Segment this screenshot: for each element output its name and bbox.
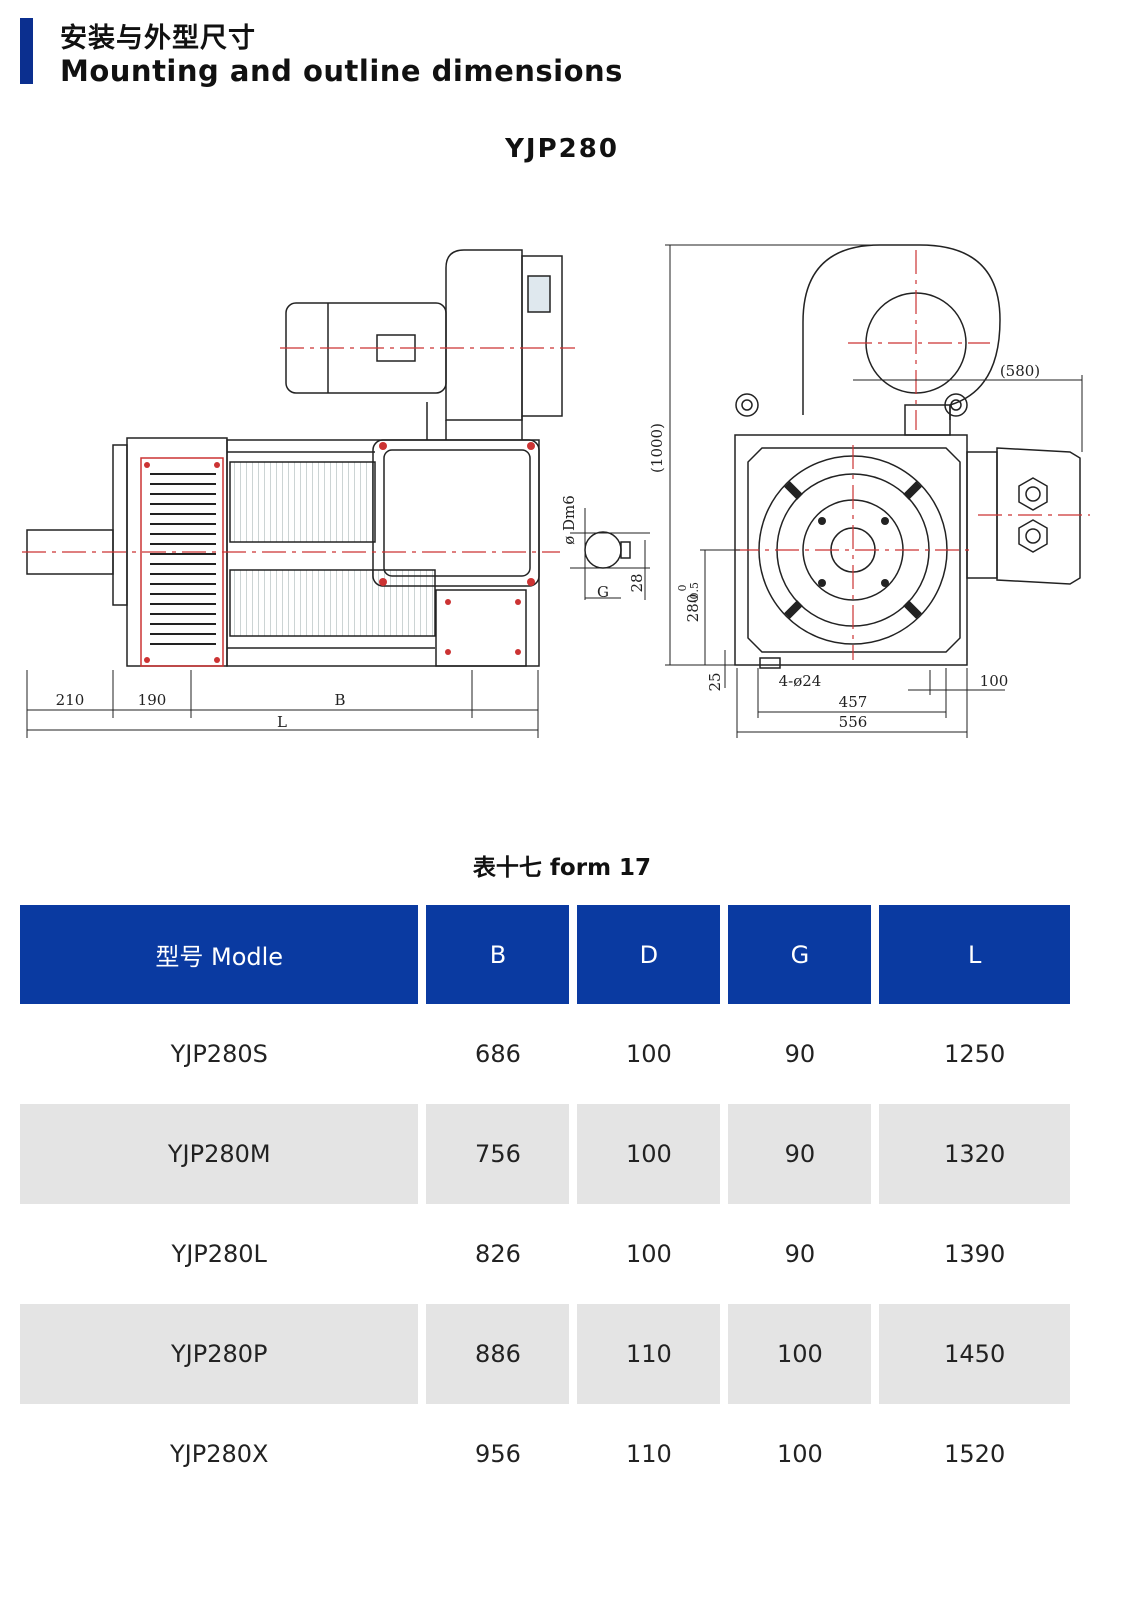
cell-model: YJP280M — [20, 1104, 419, 1204]
section-accent-bar — [20, 18, 33, 84]
table-row: YJP280L 826 100 90 1390 — [20, 1204, 1070, 1304]
blower-housing — [445, 249, 523, 421]
end-blower-housing — [802, 244, 1001, 420]
dim-shaft-diameter: ø Dm6 — [560, 495, 578, 545]
col-header-model: 型号 Modle — [20, 905, 419, 1004]
dim-190: 190 — [138, 691, 167, 709]
cell-b: 686 — [475, 1040, 521, 1068]
table-row: YJP280M 756 100 90 1320 — [20, 1104, 1070, 1204]
col-header-d: D — [577, 905, 721, 1004]
section-title-chinese: 安装与外型尺寸 — [60, 23, 256, 54]
dim-b: B — [334, 691, 345, 709]
dim-1000: (1000) — [648, 423, 666, 473]
dim-g: G — [597, 583, 609, 601]
dim-556: 556 — [839, 713, 868, 731]
end-view — [734, 244, 1081, 669]
junction-box — [435, 589, 527, 667]
terminal-box — [372, 439, 540, 587]
cell-l: 1520 — [944, 1440, 1006, 1468]
end-terminal-box — [996, 447, 1081, 585]
cell-l: 1450 — [879, 1304, 1070, 1404]
cell-model: YJP280L — [171, 1240, 267, 1268]
cell-d: 100 — [577, 1104, 721, 1204]
dim-280-tol-lower: -0.5 — [688, 582, 701, 603]
cell-d: 110 — [626, 1440, 672, 1468]
cell-g: 90 — [784, 1240, 816, 1268]
cell-b: 756 — [426, 1104, 570, 1204]
dim-457: 457 — [839, 693, 868, 711]
dimensions-table: 型号 Modle B D G L YJP280S 686 100 90 1250… — [12, 905, 1078, 1504]
table-caption: 表十七 form 17 — [472, 855, 652, 881]
cell-g: 90 — [728, 1104, 872, 1204]
table-header-row: 型号 Modle B D G L — [20, 905, 1070, 1004]
end-frame — [734, 434, 968, 666]
cell-g: 100 — [728, 1304, 872, 1404]
cell-g: 90 — [784, 1040, 816, 1068]
dim-580: (580) — [1000, 362, 1040, 380]
col-header-g: G — [728, 905, 872, 1004]
cell-d: 100 — [626, 1240, 672, 1268]
dim-l: L — [277, 713, 287, 731]
table-row: YJP280S 686 100 90 1250 — [20, 1004, 1070, 1104]
cooling-louvres — [150, 473, 216, 645]
dim-100: 100 — [980, 672, 1009, 690]
drawing-model-title: YJP280 — [505, 134, 619, 164]
cell-l: 1390 — [944, 1240, 1006, 1268]
col-header-l: L — [879, 905, 1070, 1004]
cell-b: 826 — [475, 1240, 521, 1268]
cell-g: 100 — [776, 1440, 823, 1468]
col-header-b: B — [426, 905, 570, 1004]
dim-25: 25 — [706, 672, 724, 691]
section-title-english: Mounting and outline dimensions — [60, 54, 623, 88]
side-view — [22, 249, 650, 667]
cell-model: YJP280S — [170, 1040, 268, 1068]
table-row: YJP280P 886 110 100 1450 — [20, 1304, 1070, 1404]
outline-drawing: 210 190 B L ø Dm6 G 28 — [22, 244, 1090, 738]
cell-b: 956 — [475, 1440, 521, 1468]
cell-d: 100 — [626, 1040, 672, 1068]
cell-d: 110 — [577, 1304, 721, 1404]
dim-mounting-holes: 4-ø24 — [779, 672, 822, 690]
cell-l: 1250 — [944, 1040, 1006, 1068]
dim-210: 210 — [56, 691, 85, 709]
dim-280: 280 — [684, 594, 702, 623]
cell-model: YJP280X — [170, 1440, 269, 1468]
dim-28: 28 — [628, 573, 646, 592]
cell-l: 1320 — [879, 1104, 1070, 1204]
dim-280-tol-upper: 0 — [676, 585, 689, 592]
cell-b: 886 — [426, 1304, 570, 1404]
cell-model: YJP280P — [20, 1304, 419, 1404]
table-row: YJP280X 956 110 100 1520 — [20, 1404, 1070, 1504]
